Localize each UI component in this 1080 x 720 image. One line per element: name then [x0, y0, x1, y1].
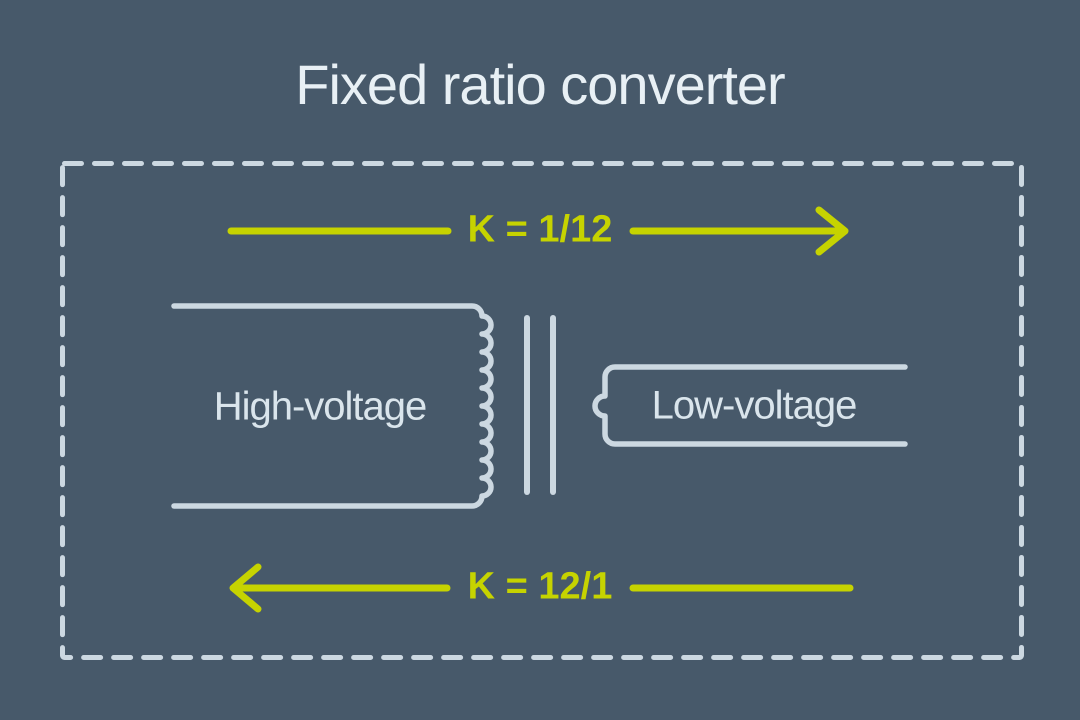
- high-voltage-winding: [171, 303, 494, 509]
- arrow-left-icon: [229, 563, 262, 613]
- bottom-conversion-arrow: [229, 563, 854, 613]
- page-title: Fixed ratio converter: [295, 53, 785, 116]
- dashed-boundary: [60, 161, 1024, 660]
- top-arrow-label: K = 1/12: [467, 208, 613, 251]
- low-voltage-label: Low-voltage: [651, 383, 858, 428]
- bottom-arrow-label: K = 12/1: [467, 565, 613, 608]
- high-voltage-label: High-voltage: [213, 384, 428, 429]
- arrow-right-icon: [815, 206, 849, 256]
- transformer-core-icon: [524, 315, 556, 495]
- low-voltage-winding: [592, 364, 908, 447]
- top-conversion-arrow: [227, 206, 849, 256]
